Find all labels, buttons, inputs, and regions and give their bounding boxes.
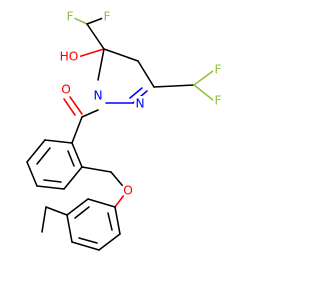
bond-phenoxy-4	[71, 241, 100, 251]
molecule-canvas: F F HO N N F F O O	[26, 7, 224, 251]
bond-difluoromethyl-top	[86, 23, 105, 50]
nitrogen-right-label: N	[135, 97, 144, 111]
bond-hydroxyl	[77, 48, 105, 58]
bond-c-f-top-left	[73, 17, 88, 25]
bond-phenoxy-2	[66, 198, 89, 216]
bond-phenoxy-inner-3	[107, 212, 113, 231]
fluorine-top-left-label: F	[66, 10, 73, 24]
bond-benzene-2	[26, 139, 46, 163]
bond-benzene-5	[63, 166, 83, 190]
bond-benzene-3	[26, 161, 38, 187]
fluorine-top-right-label: F	[103, 10, 110, 24]
bond-n-carbonyl	[81, 109, 99, 118]
bond-carbonyl-double-a	[63, 98, 76, 116]
ether-oxygen-label: O	[123, 184, 133, 198]
bond-benzyl-ch2	[81, 166, 112, 173]
bond-phenoxy-3	[66, 214, 73, 243]
fluorine-right-lower-label: F	[214, 94, 221, 108]
fluorine-right-upper-label: F	[214, 63, 221, 77]
carbonyl-oxygen-label: O	[61, 83, 71, 97]
bond-ch2-o	[110, 171, 128, 192]
bond-phenoxy-1	[87, 198, 116, 208]
bond-benzene-inner-2	[43, 179, 62, 183]
nitrogen-left-label: N	[93, 89, 102, 103]
bond-carbonyl-aryl	[71, 116, 83, 144]
bond-ethyl-ch2	[45, 206, 68, 216]
bond-n-c3-a	[132, 90, 148, 104]
bond-layer	[26, 17, 214, 251]
bond-right-f-lower	[193, 84, 214, 101]
atom-label-layer: F F HO N N F F O O	[57, 7, 224, 200]
molecular-structure: F F HO N N F F O O	[26, 7, 224, 251]
bond-phenoxy-inner-2	[78, 237, 98, 244]
bond-right-f-upper	[193, 70, 214, 86]
bond-c-f-top-right-black	[86, 17, 104, 25]
bond-n-c3-b	[129, 87, 143, 99]
bond-benzene-1	[44, 139, 73, 144]
bond-benzene-6	[71, 142, 83, 168]
bond-ring-c4-c3	[137, 60, 155, 88]
bond-benzene-inner-1	[36, 147, 51, 165]
bond-ring-c5-c4	[103, 48, 139, 62]
bond-ring-c5-n1	[97, 48, 105, 81]
bond-benzene-4	[36, 185, 65, 190]
bond-phenoxy-5	[98, 233, 121, 251]
bond-carbonyl-double-b	[69, 96, 83, 115]
bond-ring-to-right-cf2	[153, 84, 195, 88]
bond-phenoxy-6	[114, 206, 121, 235]
hydroxyl-label: HO	[60, 50, 79, 64]
bond-benzene-inner-3	[67, 150, 75, 167]
bond-ether-o-aryl	[114, 190, 128, 208]
bond-phenoxy-inner-1	[74, 206, 90, 219]
bond-ethyl-ch3	[41, 206, 47, 233]
